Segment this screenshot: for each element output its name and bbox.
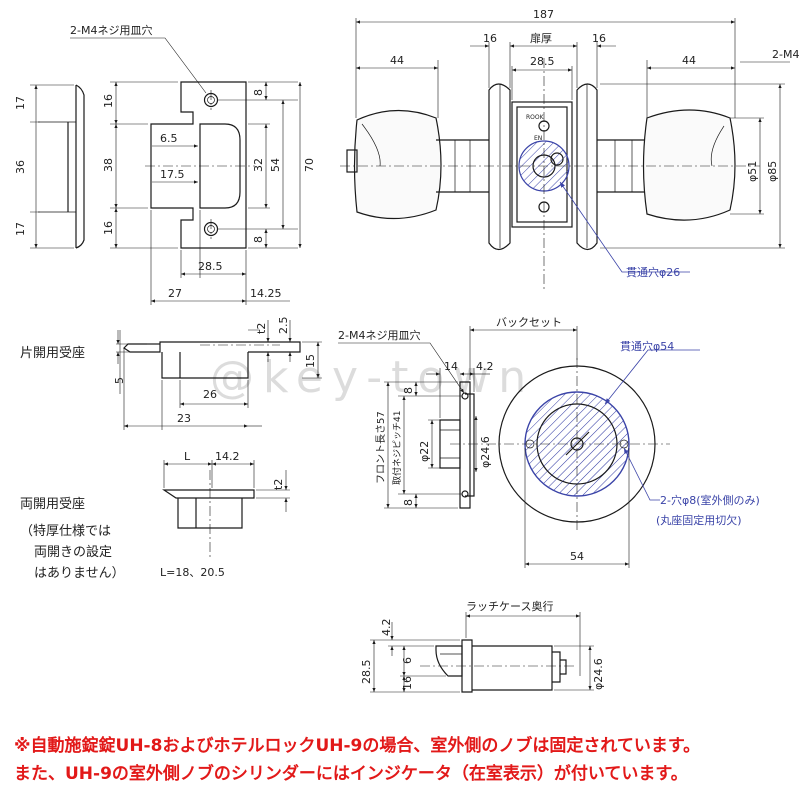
- rose-hole8-label: 2-穴φ8(室外側のみ): [660, 493, 760, 507]
- dim-44-right: 44: [682, 54, 696, 67]
- latch-16: 16: [401, 676, 414, 690]
- double-L-values: L=18、20.5: [160, 566, 225, 579]
- dim-17b: 17: [14, 222, 27, 236]
- double-keeper-drawing: [162, 460, 290, 560]
- dim-16-left: 16: [483, 32, 497, 45]
- dim-70: 70: [303, 158, 316, 172]
- single-15: 15: [304, 354, 317, 368]
- dim-17-5: 17.5: [160, 168, 185, 181]
- front-8a: 8: [402, 387, 415, 394]
- strike-front-view: [70, 37, 255, 249]
- dim-phi85: φ85: [766, 161, 779, 182]
- front-8b: 8: [402, 499, 415, 506]
- svg-text:EN: EN: [534, 135, 542, 142]
- strike-side-view: [30, 84, 85, 249]
- knob-side-view: ROOK EN: [340, 18, 790, 290]
- pitch-label: 取付ネジピッチ41: [392, 411, 403, 485]
- double-L: L: [184, 450, 191, 463]
- svg-text:ROOK: ROOK: [526, 114, 545, 121]
- dim-6-5: 6.5: [160, 132, 178, 145]
- dim-38: 38: [102, 158, 115, 172]
- dim-36: 36: [14, 160, 27, 174]
- double-keeper-note-2: 両開きの設定: [34, 544, 112, 560]
- dim-17a: 17: [14, 96, 27, 110]
- footnote-1: ※自動施錠錠UH-8およびホテルロックUH-9の場合、室外側のノブは固定されてい…: [14, 736, 701, 756]
- dim-phi51: φ51: [746, 161, 759, 182]
- strike-screw-label: 2-M4ネジ用皿穴: [70, 23, 152, 37]
- dim-187: 187: [533, 8, 554, 21]
- backset-label: バックセット: [496, 316, 562, 329]
- dim-16b: 16: [102, 221, 115, 235]
- double-keeper-label: 両開用受座: [20, 497, 85, 512]
- double-t2: t2: [272, 479, 285, 490]
- footnotes: ※自動施錠錠UH-8およびホテルロックUH-9の場合、室外側のノブは固定されてい…: [14, 732, 794, 788]
- single-t2: t2: [255, 323, 268, 334]
- footnote-2: また、UH-9の室外側ノブのシリンダーにはインジケータ（在室表示）が付いています…: [14, 764, 688, 784]
- front-rose-view: [338, 326, 700, 568]
- dim-54: 54: [269, 158, 282, 172]
- front-14: 14: [444, 360, 458, 373]
- front-screw-label: 2-M4ネジ用皿穴: [338, 328, 420, 342]
- dim-8a: 8: [252, 89, 265, 96]
- latch-4-2: 4.2: [380, 619, 393, 637]
- rose-hole8-note: (丸座固定用切欠): [656, 513, 742, 527]
- single-23: 23: [177, 412, 191, 425]
- latch-phi24-6: φ24.6: [592, 658, 605, 690]
- single-keeper-label: 片開用受座: [20, 346, 85, 361]
- front-4-2: 4.2: [476, 360, 494, 373]
- dim-door-label: 扉厚: [530, 32, 552, 45]
- latch-6: 6: [401, 657, 414, 664]
- latch-depth-label: ラッチケース奥行: [466, 599, 553, 613]
- thru-hole-26-label: 貫通穴φ26: [626, 265, 680, 279]
- single-keeper-drawing: [116, 320, 322, 430]
- dim-2-m4-cut: 2-M4: [772, 48, 799, 61]
- front-length-label: フロント長さ57: [375, 411, 387, 484]
- dim-44-left: 44: [390, 54, 404, 67]
- front-phi24-6: φ24.6: [479, 436, 492, 468]
- dim-32: 32: [252, 158, 265, 172]
- single-2-5: 2.5: [277, 317, 290, 335]
- latch-view: [370, 612, 594, 693]
- front-phi22: φ22: [418, 441, 431, 462]
- dim-28-5-door: 28.5: [530, 55, 555, 68]
- single-26: 26: [203, 388, 217, 401]
- double-keeper-note-1: （特厚仕様では: [20, 524, 111, 539]
- latch-28-5: 28.5: [360, 660, 373, 685]
- double-14-2: 14.2: [215, 450, 240, 463]
- rose-thru-label: 貫通穴φ54: [620, 339, 674, 353]
- rose-54: 54: [570, 550, 584, 563]
- dim-16-right: 16: [592, 32, 606, 45]
- strike-front-dims: [110, 81, 302, 305]
- dim-14-25: 14.25: [250, 287, 282, 300]
- double-keeper-note-3: はありません）: [34, 566, 125, 581]
- single-5: 5: [113, 377, 126, 384]
- dim-28-5: 28.5: [198, 260, 223, 273]
- dim-16a: 16: [102, 94, 115, 108]
- dim-8b: 8: [252, 236, 265, 243]
- dim-27: 27: [168, 287, 182, 300]
